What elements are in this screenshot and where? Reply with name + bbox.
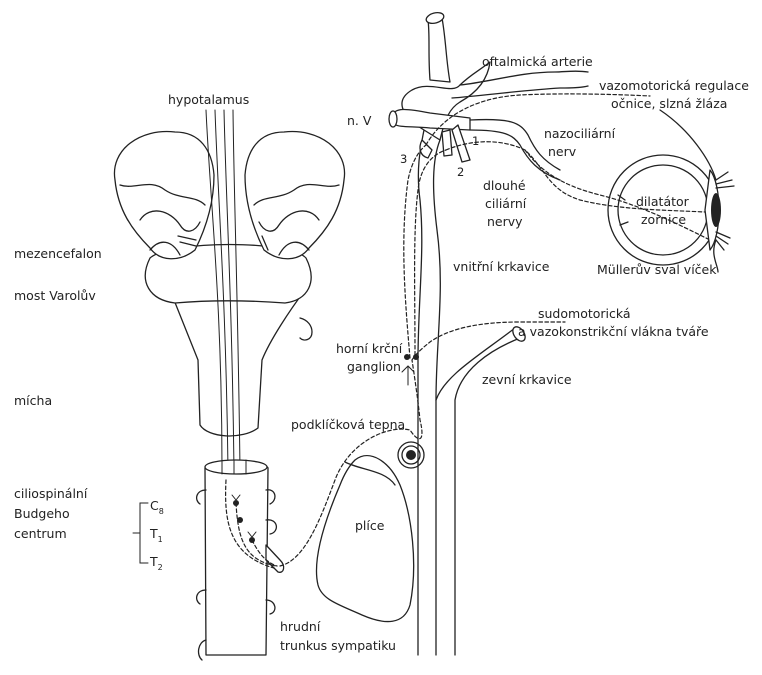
pupil: [711, 193, 721, 227]
label-thoracic-trunk-1: hrudní: [280, 619, 321, 634]
right-thalamus-shape: [245, 132, 345, 259]
label-nasociliary-2: nerv: [548, 144, 577, 159]
label-subclavian: podklíčková tepna: [291, 417, 405, 432]
label-lung: plíce: [355, 518, 385, 533]
label-long-ciliary-2: ciliární: [485, 196, 527, 211]
label-num-2: 2: [457, 165, 464, 179]
t1-root-stub: [266, 545, 284, 572]
internal-carotid-left-wall: [418, 130, 424, 655]
spinal-cut-surface: [205, 460, 267, 474]
label-muller: Müllerův sval víček: [597, 262, 717, 277]
subclavian-artery-lumen: [406, 450, 416, 460]
label-ciliospinal-2: Budgeho: [14, 506, 70, 521]
label-dilator-1: dilatátor: [636, 194, 690, 209]
trigeminal-cut: [389, 111, 397, 127]
label-medulla: mícha: [14, 393, 52, 408]
label-num-1: 1: [472, 134, 479, 148]
label-thoracic-trunk-2: trunkus sympatiku: [280, 638, 396, 653]
label-sudomotor-1: sudomotorická: [538, 306, 631, 321]
left-thalamus-shape: [114, 132, 214, 259]
label-segment-t1: T1: [149, 526, 163, 544]
label-segment-c8: C8: [150, 498, 164, 516]
upper-lid: [660, 110, 716, 180]
label-superior-ganglion-2: ganglion: [347, 359, 401, 374]
superior-cervical-ganglion: [402, 354, 419, 385]
label-sudomotor-2: a vazokonstrikční vlákna tváře: [518, 324, 709, 339]
pons-nub: [300, 318, 312, 340]
label-ciliospinal-1: ciliospinální: [14, 486, 88, 501]
label-vasomotor-2: očnice, slzná žláza: [611, 96, 727, 111]
label-ophthalmic: oftalmická arterie: [482, 54, 593, 69]
label-num-3: 3: [400, 152, 407, 166]
label-trigeminal: n. V: [347, 113, 372, 128]
label-mesencephalon: mezencefalon: [14, 246, 102, 261]
branch-1: [452, 125, 470, 162]
left-roots: [197, 490, 206, 660]
label-internal-carotid: vnitřní krkavice: [453, 259, 550, 274]
label-long-ciliary-3: nervy: [487, 214, 523, 229]
lower-lashes: [716, 232, 730, 250]
label-segment-t2: T2: [149, 554, 163, 572]
lung-shape: [317, 456, 414, 622]
label-superior-ganglion-1: horní krční: [336, 341, 403, 356]
eye: [608, 110, 734, 272]
label-long-ciliary-1: dlouhé: [483, 178, 526, 193]
branch-2: [442, 130, 452, 156]
label-external-carotid: zevní krkavice: [482, 372, 572, 387]
label-vasomotor-1: vazomotorická regulace: [599, 78, 749, 93]
carotid-top-vessel: [428, 18, 450, 82]
label-pons: most Varolův: [14, 288, 96, 303]
segment-bracket: [133, 503, 148, 563]
label-nasociliary-1: nazociliární: [544, 126, 616, 141]
label-dilator-2: zornice: [641, 212, 686, 227]
label-ciliospinal-3: centrum: [14, 526, 67, 541]
label-hypothalamus: hypotalamus: [168, 92, 249, 107]
spinal-cord: [197, 460, 284, 660]
upper-lashes: [716, 172, 734, 188]
